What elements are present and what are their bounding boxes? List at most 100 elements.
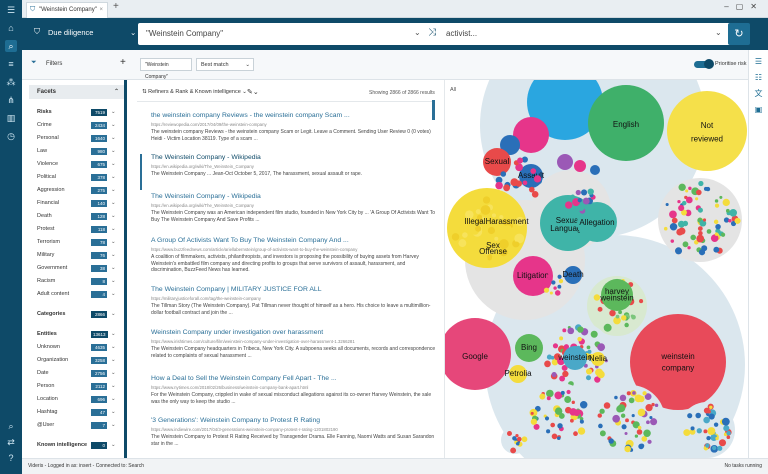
bubble-leaf[interactable]: [718, 439, 727, 447]
swap-icon[interactable]: ⇄: [7, 437, 15, 447]
bubble-leaf[interactable]: [514, 233, 525, 244]
bubble-leaf[interactable]: [663, 226, 668, 231]
bubble-leaf[interactable]: [553, 286, 557, 290]
bubble-leaf[interactable]: [603, 323, 612, 332]
bubble-leaf[interactable]: [681, 200, 687, 206]
bubble-leaf[interactable]: [577, 203, 585, 212]
shuffle-icon[interactable]: ⤨: [428, 27, 436, 38]
bubble-leaf[interactable]: [723, 217, 730, 223]
bubble-leaf[interactable]: [482, 196, 491, 204]
bubble-leaf[interactable]: [706, 229, 712, 234]
bubble-leaf[interactable]: [701, 245, 708, 252]
bubble-leaf[interactable]: [554, 391, 563, 400]
bubble-leaf[interactable]: [559, 336, 564, 341]
bubble-leaf[interactable]: [551, 433, 558, 440]
bubble-leaf[interactable]: [625, 418, 629, 423]
bubble-leaf[interactable]: [726, 435, 731, 440]
results-scrollbar[interactable]: [432, 100, 435, 120]
bubble-leaf[interactable]: [562, 328, 567, 333]
bubble-leaf[interactable]: [495, 176, 503, 184]
bubble-leaf[interactable]: [620, 413, 626, 418]
bubble-leaf[interactable]: [566, 389, 571, 395]
bubble-leaf[interactable]: [546, 429, 551, 434]
bubble-leaf[interactable]: [585, 375, 592, 381]
result-title[interactable]: The Weinstein Company - Wikipedia: [151, 154, 261, 161]
bubble-leaf[interactable]: [556, 436, 561, 441]
bubble-leaf[interactable]: [709, 405, 713, 410]
bubble-leaf[interactable]: [687, 413, 693, 419]
bubble-leaf[interactable]: [557, 274, 562, 279]
bubble-leaf[interactable]: [554, 290, 561, 296]
bubble-leaf[interactable]: [721, 417, 730, 426]
bubble-leaf[interactable]: [726, 430, 731, 436]
bubble-leaf[interactable]: [636, 429, 643, 435]
bubble-leaf[interactable]: [515, 216, 525, 226]
list-view-icon[interactable]: ☰: [754, 57, 763, 66]
bubble-leaf[interactable]: [528, 186, 535, 193]
bubble-allegation[interactable]: [577, 202, 617, 242]
tab-close-button[interactable]: ×: [99, 7, 103, 13]
bubble-leaf[interactable]: [649, 415, 653, 420]
bubble-leaf[interactable]: [617, 404, 626, 413]
result-title[interactable]: The Weinstein Company - Wikipedia: [151, 193, 261, 200]
bubble-leaf[interactable]: [499, 248, 508, 257]
bubble-leaf[interactable]: [645, 404, 653, 412]
bubble-leaf[interactable]: [551, 280, 556, 285]
bubble-leaf[interactable]: [502, 209, 508, 215]
bubble-leaf[interactable]: [689, 428, 696, 435]
bubble-leaf[interactable]: [466, 233, 476, 243]
bubble-leaf[interactable]: [551, 358, 559, 366]
bubble-leaf[interactable]: [703, 416, 710, 424]
prioritise-risk-toggle[interactable]: [694, 59, 716, 69]
bubble-leaf[interactable]: [608, 438, 614, 444]
result-item[interactable]: A Group Of Activists Want To Buy The Wei…: [151, 237, 431, 275]
bubble-leaf[interactable]: [475, 209, 481, 215]
bubble-leaf[interactable]: [503, 184, 511, 192]
filter-icon[interactable]: ⏷: [31, 59, 37, 66]
bubble-leaf[interactable]: [654, 403, 659, 408]
bubble-leaf[interactable]: [515, 433, 519, 438]
bubble-leaf[interactable]: [730, 220, 737, 227]
bubble-leaf[interactable]: [695, 189, 702, 196]
bubble-leaf[interactable]: [531, 190, 539, 198]
bubble-leaf[interactable]: [558, 279, 564, 284]
bubble-leaf[interactable]: [541, 282, 547, 288]
bubble-leaf[interactable]: [734, 217, 741, 224]
bubble-leaf[interactable]: [665, 202, 669, 207]
bubble-leaf[interactable]: [609, 309, 616, 317]
bubble-leaf[interactable]: [676, 228, 684, 236]
bubble-leaf[interactable]: [685, 189, 689, 193]
bubble-leaf[interactable]: [571, 400, 575, 405]
bubble-leaf[interactable]: [484, 242, 494, 252]
bubble-leaf[interactable]: [715, 223, 721, 230]
bubble-leaf[interactable]: [564, 201, 573, 209]
bubble-leaf[interactable]: [597, 370, 605, 379]
bubble-illegal-group[interactable]: [447, 188, 527, 268]
bubble-leaf[interactable]: [681, 209, 687, 216]
bubble-leaf[interactable]: [521, 436, 528, 443]
match-select[interactable]: Best match ⌄: [196, 58, 254, 71]
bubble-leaf[interactable]: [499, 215, 504, 220]
bubble-leaf[interactable]: [671, 217, 678, 224]
bubble-leaf[interactable]: [504, 225, 512, 233]
bubble-leaf[interactable]: [597, 413, 602, 418]
bubble-leaf[interactable]: [579, 416, 584, 421]
chevron-down-icon[interactable]: ⌄: [715, 28, 722, 37]
bubble-weinstein[interactable]: [563, 346, 587, 370]
bubble-leaf[interactable]: [712, 445, 717, 451]
bubble-leaf[interactable]: [478, 253, 488, 263]
bubble-google[interactable]: [445, 318, 511, 390]
grid-view-icon[interactable]: ☷: [754, 73, 763, 82]
